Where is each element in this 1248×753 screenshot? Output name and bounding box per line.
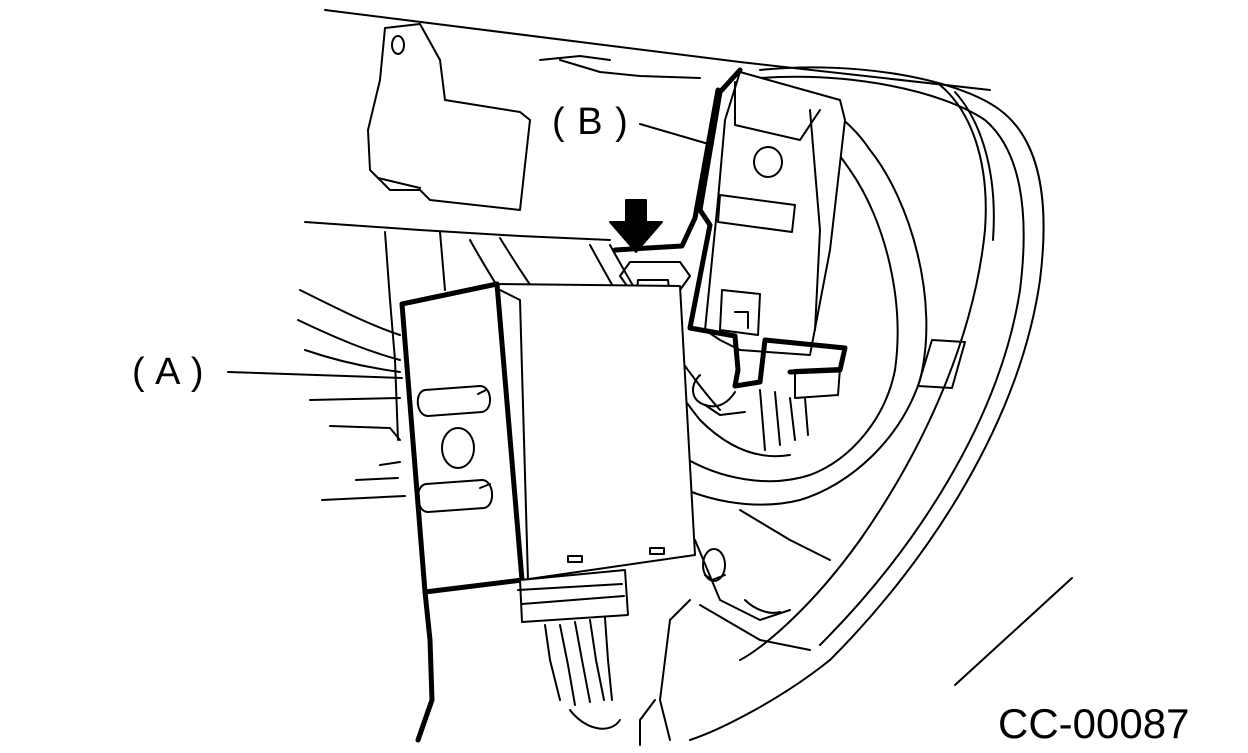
- lower-parts: [639, 509, 831, 746]
- figure-code: CC-00087: [998, 700, 1189, 747]
- control-unit-a: [399, 281, 696, 743]
- callout-b-label: ( B ): [552, 101, 629, 143]
- upper-panel: [304, 9, 991, 241]
- leader-line-b: [639, 123, 713, 146]
- down-arrow-icon: [609, 199, 663, 253]
- control-unit-b: [612, 67, 848, 451]
- door-frame: [689, 66, 1073, 741]
- callout-a-label: ( A ): [132, 351, 205, 393]
- left-pillar: [297, 231, 446, 501]
- leader-line-a: [227, 371, 403, 379]
